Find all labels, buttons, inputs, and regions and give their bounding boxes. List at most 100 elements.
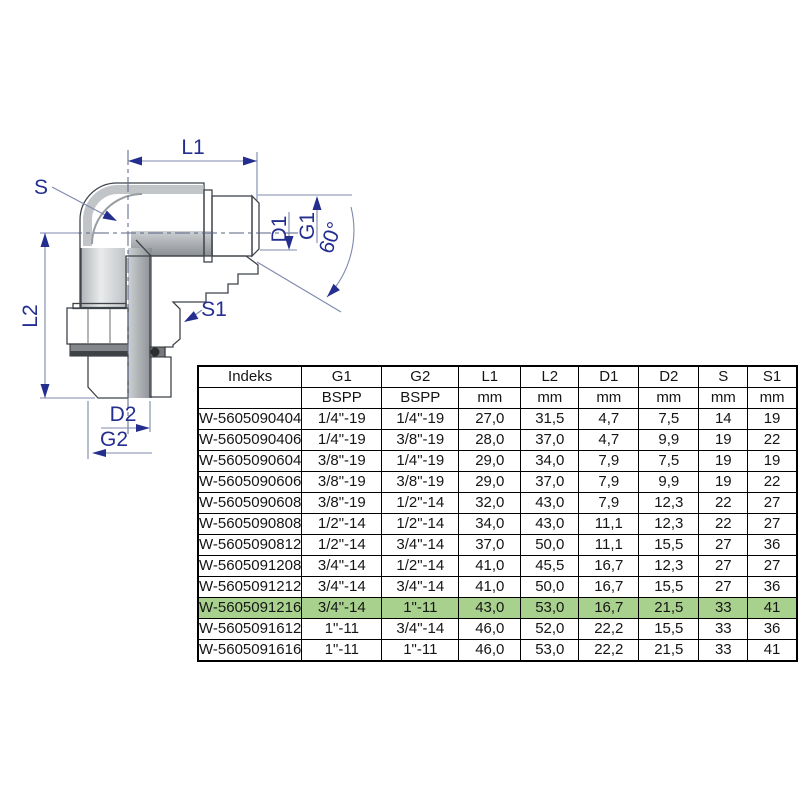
value-cell: 50,0 <box>520 534 580 556</box>
value-cell: 43,0 <box>520 492 580 514</box>
value-cell: 29,0 <box>458 471 522 493</box>
index-cell: W-5605091216 <box>197 597 303 619</box>
value-cell: 34,0 <box>458 513 522 535</box>
value-cell: 22 <box>747 471 798 493</box>
value-cell: 19 <box>698 429 749 451</box>
value-cell: 7,9 <box>578 471 640 493</box>
value-cell: 22 <box>747 429 798 451</box>
thread-bottom <box>87 355 129 399</box>
value-cell: 32,0 <box>458 492 522 514</box>
value-cell: 1/4"-19 <box>381 450 460 472</box>
dim-g1: G1 <box>258 194 352 243</box>
value-cell: 1/2"-14 <box>301 534 383 556</box>
column-header: G1 <box>301 365 383 388</box>
body-shading <box>83 185 204 246</box>
value-cell: 52,0 <box>520 618 580 640</box>
value-cell: 15,5 <box>638 576 700 598</box>
column-header: S <box>698 365 749 388</box>
unit-cell: mm <box>747 387 798 409</box>
value-cell: 3/4"-14 <box>301 576 383 598</box>
label-s1: S1 <box>201 298 227 321</box>
unit-cell: mm <box>458 387 522 409</box>
value-cell: 1/2"-14 <box>301 513 383 535</box>
value-cell: 27,0 <box>458 408 522 430</box>
value-cell: 33 <box>698 597 749 619</box>
column-header: Indeks <box>197 365 303 388</box>
label-l1: L1 <box>181 136 204 159</box>
value-cell: 7,5 <box>638 450 700 472</box>
value-cell: 1/2"-14 <box>381 513 460 535</box>
value-cell: 3/4"-14 <box>381 618 460 640</box>
value-cell: 43,0 <box>458 597 522 619</box>
dim-l1: L1 <box>128 136 258 200</box>
value-cell: 12,3 <box>638 555 700 577</box>
label-d2: D2 <box>110 403 137 426</box>
value-cell: 3/8"-19 <box>301 450 383 472</box>
value-cell: 9,9 <box>638 429 700 451</box>
value-cell: 37,0 <box>520 429 580 451</box>
value-cell: 22 <box>698 492 749 514</box>
unit-cell: mm <box>578 387 640 409</box>
index-cell: W-5605090404 <box>197 408 303 430</box>
value-cell: 1/2"-14 <box>381 492 460 514</box>
index-cell: W-5605090604 <box>197 450 303 472</box>
value-cell: 36 <box>747 618 798 640</box>
index-cell: W-5605090608 <box>197 492 303 514</box>
unit-cell: BSPP <box>301 387 383 409</box>
label-angle: 60° <box>315 219 347 257</box>
value-cell: 1"-11 <box>301 639 383 662</box>
label-l2: L2 <box>19 304 42 327</box>
unit-cell: mm <box>698 387 749 409</box>
value-cell: 9,9 <box>638 471 700 493</box>
bore-vertical <box>128 248 152 398</box>
value-cell: 19 <box>747 450 798 472</box>
dim-g2: G2 <box>87 401 152 459</box>
value-cell: 12,3 <box>638 513 700 535</box>
value-cell: 27 <box>747 555 798 577</box>
elbow-inner-curve <box>91 193 143 245</box>
value-cell: 3/4"-14 <box>381 534 460 556</box>
value-cell: 7,5 <box>638 408 700 430</box>
column-header: D1 <box>578 365 640 388</box>
value-cell: 19 <box>747 408 798 430</box>
value-cell: 1"-11 <box>381 639 460 662</box>
value-cell: 31,5 <box>520 408 580 430</box>
value-cell: 27 <box>698 534 749 556</box>
value-cell: 33 <box>698 639 749 662</box>
value-cell: 50,0 <box>520 576 580 598</box>
index-cell: W-5605091612 <box>197 618 303 640</box>
value-cell: 41,0 <box>458 555 522 577</box>
value-cell: 21,5 <box>638 639 700 662</box>
washer-shadow <box>70 351 128 356</box>
value-cell: 46,0 <box>458 639 522 662</box>
hex-facets <box>87 309 111 343</box>
unit-cell: BSPP <box>381 387 460 409</box>
value-cell: 21,5 <box>638 597 700 619</box>
index-cell: W-5605091208 <box>197 555 303 577</box>
value-cell: 3/4"-14 <box>301 555 383 577</box>
value-cell: 16,7 <box>578 597 640 619</box>
value-cell: 12,3 <box>638 492 700 514</box>
column-header: S1 <box>747 365 798 388</box>
value-cell: 1"-11 <box>301 618 383 640</box>
hex-nut <box>66 307 129 345</box>
label-d1: D1 <box>268 216 291 243</box>
column-header: L2 <box>520 365 580 388</box>
value-cell: 4,7 <box>578 408 640 430</box>
unit-cell: mm <box>520 387 580 409</box>
value-cell: 46,0 <box>458 618 522 640</box>
value-cell: 22 <box>698 513 749 535</box>
value-cell: 3/4"-14 <box>301 597 383 619</box>
unit-cell <box>197 387 303 409</box>
value-cell: 28,0 <box>458 429 522 451</box>
